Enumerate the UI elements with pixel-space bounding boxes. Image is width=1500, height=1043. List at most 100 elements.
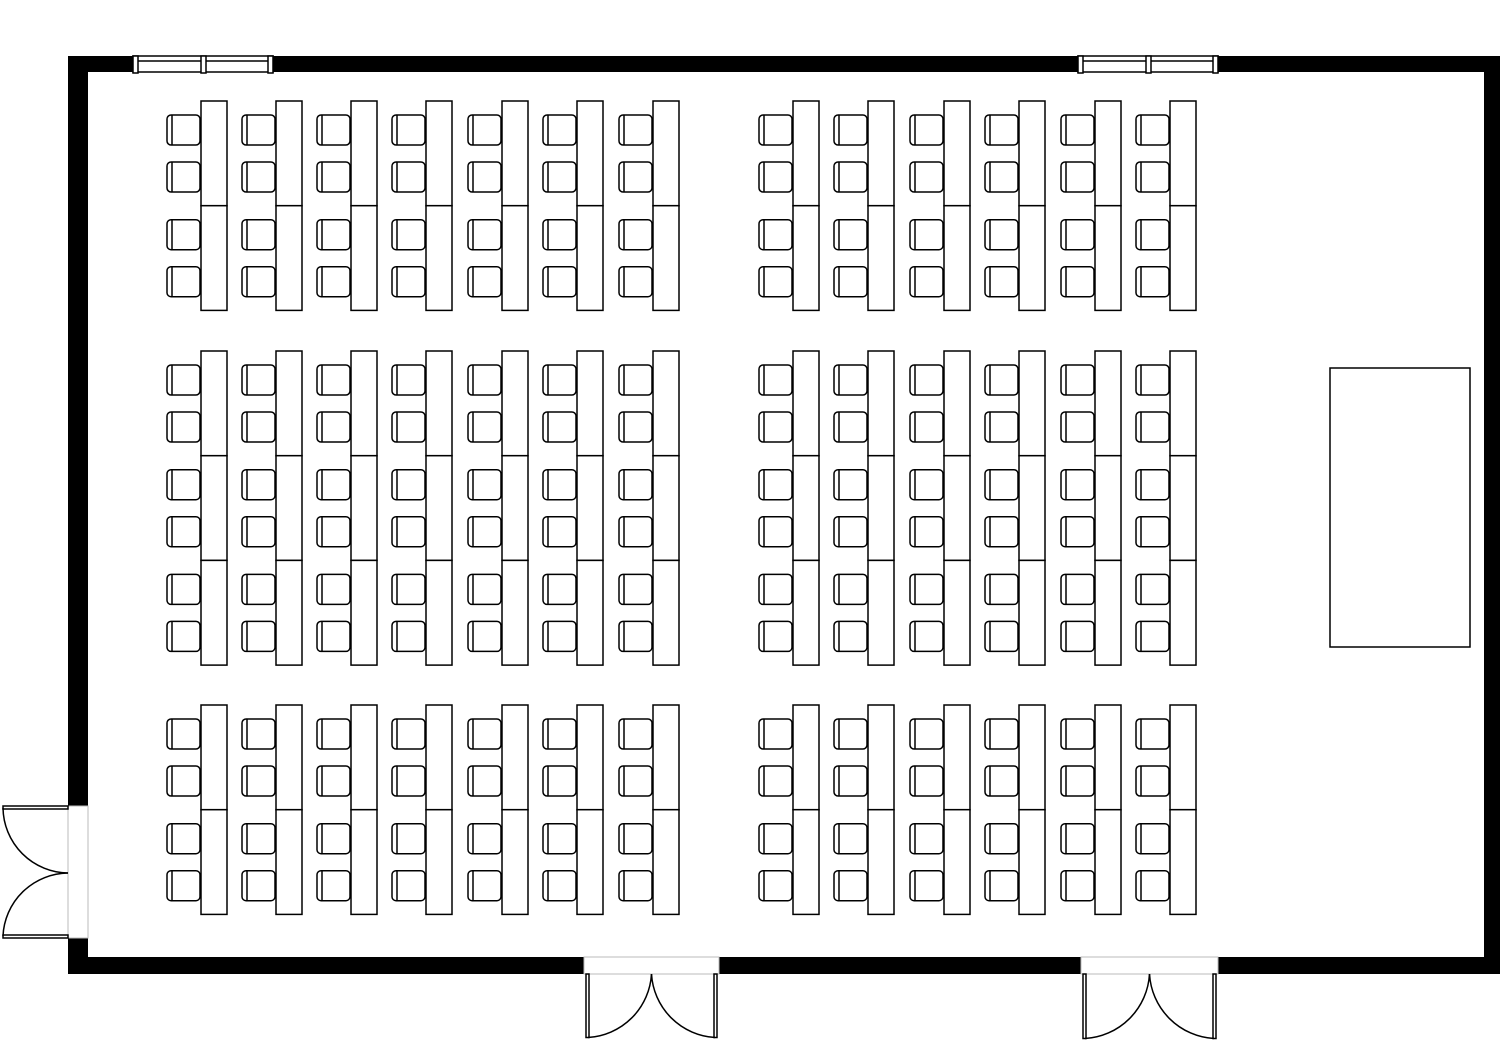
chair xyxy=(316,822,351,855)
chair xyxy=(542,515,577,548)
chair xyxy=(758,114,793,146)
chair xyxy=(833,114,868,146)
chair-seat xyxy=(316,114,351,146)
chair xyxy=(909,265,944,298)
chair-seat xyxy=(909,364,944,396)
chair-seat xyxy=(1060,265,1095,298)
chair-seat xyxy=(542,515,577,548)
chair xyxy=(909,468,944,501)
table xyxy=(200,808,228,916)
chair-seat xyxy=(618,114,653,146)
chair-seat xyxy=(758,161,793,193)
table xyxy=(652,100,680,207)
chair xyxy=(984,114,1019,146)
window-mullion xyxy=(132,55,139,74)
chair-seat xyxy=(758,114,793,146)
chair-seat xyxy=(618,869,653,902)
table xyxy=(275,204,303,312)
wall-right xyxy=(1484,56,1500,974)
chair-seat xyxy=(984,573,1019,606)
chair-seat xyxy=(618,765,653,797)
table xyxy=(792,454,820,562)
chair xyxy=(467,411,502,443)
door-bottom-1 xyxy=(583,956,720,1039)
chair-seat xyxy=(984,822,1019,855)
chair-seat xyxy=(467,364,502,396)
wall-bottom-right xyxy=(1218,957,1500,974)
chair-seat xyxy=(758,468,793,501)
chair xyxy=(833,515,868,548)
chair xyxy=(618,869,653,902)
chair-seat xyxy=(984,364,1019,396)
chair xyxy=(467,718,502,750)
chair xyxy=(542,468,577,501)
chair xyxy=(1135,114,1170,146)
chair xyxy=(758,765,793,797)
window xyxy=(132,55,274,74)
chair-seat xyxy=(618,620,653,653)
chair-seat xyxy=(241,822,276,855)
chair-seat xyxy=(758,765,793,797)
chair-seat xyxy=(618,718,653,750)
chair-seat xyxy=(166,411,201,443)
chair-seat xyxy=(542,468,577,501)
table xyxy=(1094,454,1122,562)
chair xyxy=(166,468,201,501)
chair xyxy=(758,515,793,548)
chair-seat xyxy=(391,573,426,606)
windows xyxy=(132,55,1219,74)
chair-seat xyxy=(241,468,276,501)
chair xyxy=(758,718,793,750)
chair-seat xyxy=(241,869,276,902)
chair-seat xyxy=(467,718,502,750)
chair-seat xyxy=(166,218,201,251)
chair-seat xyxy=(984,114,1019,146)
chair xyxy=(909,364,944,396)
chair xyxy=(391,411,426,443)
chair xyxy=(542,265,577,298)
chair-seat xyxy=(542,114,577,146)
table xyxy=(200,100,228,207)
chair-seat xyxy=(758,265,793,298)
chair xyxy=(1135,265,1170,298)
chair xyxy=(618,364,653,396)
chair-seat xyxy=(391,265,426,298)
chair xyxy=(316,620,351,653)
chair-seat xyxy=(618,364,653,396)
chair-seat xyxy=(166,869,201,902)
chair-seat xyxy=(467,114,502,146)
door-swing-arc xyxy=(1084,973,1151,1040)
chair-seat xyxy=(166,515,201,548)
chair-seat xyxy=(984,620,1019,653)
chair xyxy=(758,364,793,396)
door-swing-arc xyxy=(650,973,716,1039)
chair xyxy=(618,411,653,443)
table xyxy=(792,704,820,811)
chair-seat xyxy=(909,718,944,750)
table xyxy=(943,704,971,811)
chair-seat xyxy=(241,515,276,548)
chair xyxy=(618,765,653,797)
chair-seat xyxy=(542,161,577,193)
chair-seat xyxy=(316,161,351,193)
chair xyxy=(316,114,351,146)
chair-seat xyxy=(166,364,201,396)
chair xyxy=(467,765,502,797)
chair xyxy=(241,765,276,797)
chair xyxy=(833,765,868,797)
table xyxy=(200,204,228,312)
chair-seat xyxy=(316,468,351,501)
chair xyxy=(542,114,577,146)
table xyxy=(425,100,453,207)
chair-seat xyxy=(391,869,426,902)
chair-seat xyxy=(1135,411,1170,443)
chair xyxy=(166,411,201,443)
chair-seat xyxy=(758,218,793,251)
chair xyxy=(833,218,868,251)
chair xyxy=(391,364,426,396)
chair xyxy=(909,161,944,193)
chair xyxy=(241,620,276,653)
chair xyxy=(166,718,201,750)
chair xyxy=(316,411,351,443)
chair-seat xyxy=(833,822,868,855)
